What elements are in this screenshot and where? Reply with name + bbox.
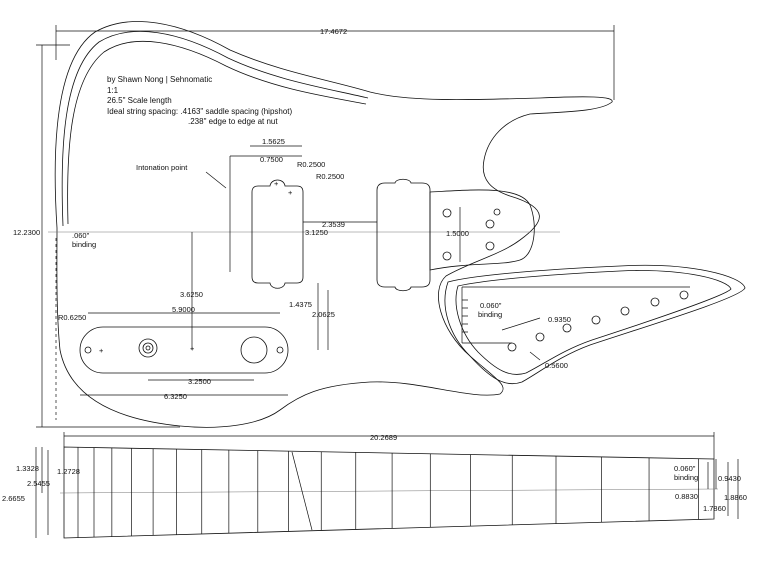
note-string-spacing: Ideal string spacing: .4163" saddle spac…	[107, 107, 292, 118]
dim-0-7500: 0.7500	[260, 155, 283, 164]
guitar-body-outline	[54, 21, 746, 428]
svg-text:+: +	[190, 344, 195, 353]
pickguard-holes	[461, 286, 690, 352]
dim-neck-length: 20.2689	[370, 433, 397, 442]
dim-r0-6250: R0.6250	[58, 313, 86, 322]
note-saddle-spacing: .4163" saddle spacing (hipshot)	[180, 106, 293, 116]
neck-binding-label-2: binding	[674, 473, 698, 482]
dim-1-3328: 1.3328	[16, 464, 39, 473]
dim-1-8860: 1.8860	[724, 493, 747, 502]
pickguard-binding-label-1: 0.060"	[480, 301, 502, 310]
dim-overall-height: 12.2300	[13, 228, 40, 237]
dim-0-9430: 0.9430	[718, 474, 741, 483]
neck-binding-label-1: 0.060"	[674, 464, 696, 473]
note-string-spacing-label: Ideal string spacing:	[107, 106, 179, 116]
body-binding-label-1: .060"	[72, 231, 90, 240]
dim-2-3539: 2.3539	[322, 220, 345, 229]
note-scale-length: 26.5" Scale length	[107, 96, 172, 105]
dim-1-2728: 1.2728	[57, 467, 80, 476]
note-scale: 1:1	[107, 85, 119, 95]
bridge-screw-mark: +	[274, 179, 279, 188]
neck-pocket	[429, 189, 535, 271]
note-nut-spacing: .238" edge to edge at nut	[188, 117, 278, 126]
dim-0-8830: 0.8830	[675, 492, 698, 501]
dim-1-7860: 1.7860	[703, 504, 726, 513]
neck-dimensions: 20.2689 1.3328 2.5455 2.6655 1.2728 0.06…	[2, 432, 747, 538]
dim-2-6655: 2.6655	[2, 494, 25, 503]
dim-1-5000: 1.5000	[446, 229, 469, 238]
dim-1-5625: 1.5625	[262, 137, 285, 146]
note-author: by Shawn Nong | Sehnomatic	[107, 75, 213, 84]
neck-fretboard	[59, 446, 719, 539]
dim-r0-2500-a: R0.2500	[297, 160, 325, 169]
dim-3-1250: 3.1250	[305, 228, 328, 237]
drawing-notes: by Shawn Nong | Sehnomatic 1:1 26.5" Sca…	[107, 75, 292, 128]
control-plate: + +	[79, 326, 289, 374]
svg-text:+: +	[99, 346, 104, 355]
dim-2-0625: 2.0625	[312, 310, 335, 319]
body-binding-label-2: binding	[72, 240, 96, 249]
bridge-screw-mark-2: +	[288, 188, 293, 197]
dim-overall-width: 17.4672	[320, 27, 347, 36]
dim-3-2500: 3.2500	[188, 377, 211, 386]
dim-5-9000: 5.9000	[172, 305, 195, 314]
intonation-point-label: Intonation point	[136, 163, 188, 172]
neck-pickup	[376, 178, 431, 292]
dim-0-9350: 0.9350	[548, 315, 571, 324]
pickguard-binding-label-2: binding	[478, 310, 502, 319]
dim-r0-2500-b: R0.2500	[316, 172, 344, 181]
dim-1-4375: 1.4375	[289, 300, 312, 309]
bridge-pickup: + +	[251, 179, 304, 289]
body-dimensions: 17.4672 12.2300 .060" binding 1.5625 0.7…	[13, 25, 615, 428]
dim-0-5600: 0.5600	[545, 361, 568, 370]
dim-3-6250: 3.6250	[180, 290, 203, 299]
fret-lines	[77, 447, 699, 538]
dim-2-5455: 2.5455	[27, 479, 50, 488]
dim-6-3250: 6.3250	[164, 392, 187, 401]
